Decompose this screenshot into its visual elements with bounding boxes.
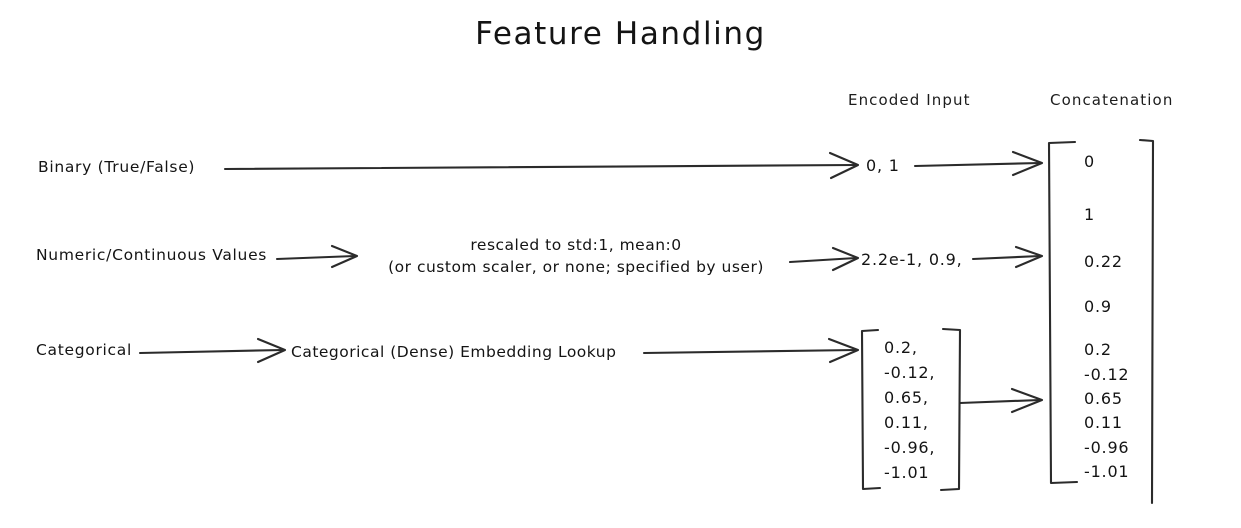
concatenation-bracket-left (1047, 140, 1079, 485)
concat-value-8: -0.96 (1084, 438, 1130, 457)
transform-label-numeric: rescaled to std:1, mean:0 (or custom sca… (388, 236, 764, 276)
arrow-binary-encoded-to-concat (913, 150, 1044, 177)
page-title: Feature Handling (475, 16, 766, 52)
concat-value-0: 0 (1084, 152, 1095, 171)
column-header-encoded-input: Encoded Input (848, 91, 971, 109)
concat-value-7: 0.11 (1084, 413, 1123, 432)
embedding-bracket-right (939, 327, 962, 492)
row-label-binary: Binary (True/False) (38, 158, 196, 176)
arrow-lookup-to-embedding (642, 337, 860, 364)
embedding-value-1: -0.12, (884, 363, 936, 382)
concat-value-5: -0.12 (1084, 365, 1130, 384)
concatenation-bracket-right (1138, 138, 1155, 505)
arrow-transform-to-encoded (788, 246, 860, 272)
column-header-concatenation: Concatenation (1050, 91, 1174, 109)
arrow-binary-to-encoded (223, 151, 860, 180)
embedding-value-3: 0.11, (884, 413, 929, 432)
concat-value-1: 1 (1084, 205, 1095, 224)
encoded-value-numeric: 2.2e-1, 0.9, (861, 250, 963, 269)
arrow-categorical-to-lookup (138, 337, 287, 364)
concat-value-6: 0.65 (1084, 389, 1123, 408)
row-label-numeric: Numeric/Continuous Values (36, 246, 268, 264)
concat-value-3: 0.9 (1084, 297, 1112, 316)
arrow-numeric-to-transform (275, 244, 359, 269)
embedding-bracket-left (860, 328, 882, 491)
row-label-categorical: Categorical (36, 341, 132, 359)
embedding-value-5: -1.01 (884, 463, 930, 482)
concat-value-4: 0.2 (1084, 340, 1112, 359)
encoded-value-binary: 0, 1 (866, 156, 900, 175)
embedding-value-0: 0.2, (884, 338, 918, 357)
arrow-numeric-encoded-to-concat (971, 245, 1044, 269)
concat-value-2: 0.22 (1084, 252, 1123, 271)
arrow-embedding-to-concat (958, 387, 1044, 414)
transform-label-categorical: Categorical (Dense) Embedding Lookup (291, 343, 617, 361)
concat-value-9: -1.01 (1084, 462, 1130, 481)
embedding-value-4: -0.96, (884, 438, 936, 457)
embedding-value-2: 0.65, (884, 388, 929, 407)
